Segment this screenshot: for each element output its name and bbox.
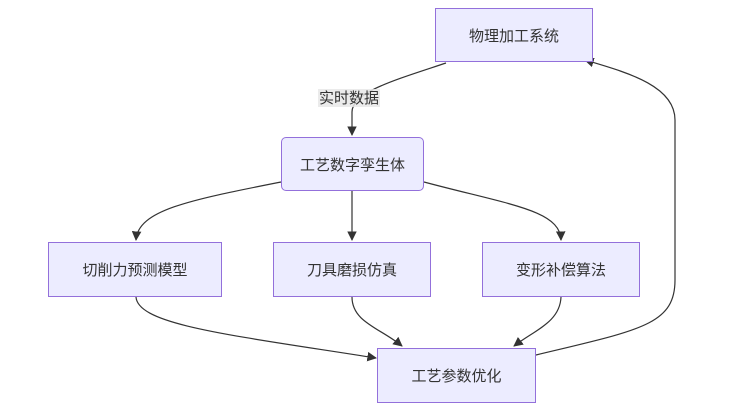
node-parameter-optimization[interactable]: 工艺参数优化	[377, 348, 536, 403]
node-physical-system[interactable]: 物理加工系统	[435, 8, 593, 62]
node-deformation-compensation[interactable]: 变形补偿算法	[482, 242, 640, 297]
edge-physical-to-twin	[347, 62, 447, 136]
node-physical-system-label: 物理加工系统	[468, 26, 559, 45]
node-parameter-optimization-label: 工艺参数优化	[411, 367, 502, 385]
edge-tool-wear-to-optimization	[351, 296, 403, 347]
edge-optimization-to-physical	[535, 57, 676, 356]
node-deformation-compensation-label: 变形补偿算法	[515, 261, 606, 279]
node-cutting-force-model[interactable]: 切削力预测模型	[48, 242, 222, 297]
node-cutting-force-model-label: 切削力预测模型	[82, 261, 188, 279]
edge-twin-to-deformation	[423, 181, 566, 241]
node-tool-wear-simulation-label: 刀具磨损仿真	[306, 261, 397, 279]
edge-label-realtime-data: 实时数据	[318, 89, 381, 107]
node-digital-twin[interactable]: 工艺数字孪生体	[281, 137, 424, 191]
edge-deformation-to-optimization	[513, 296, 562, 347]
node-tool-wear-simulation[interactable]: 刀具磨损仿真	[273, 242, 431, 297]
edge-twin-to-cutting-force	[131, 181, 282, 241]
node-digital-twin-label: 工艺数字孪生体	[299, 155, 405, 174]
edge-cutting-force-to-optimization	[135, 296, 377, 362]
